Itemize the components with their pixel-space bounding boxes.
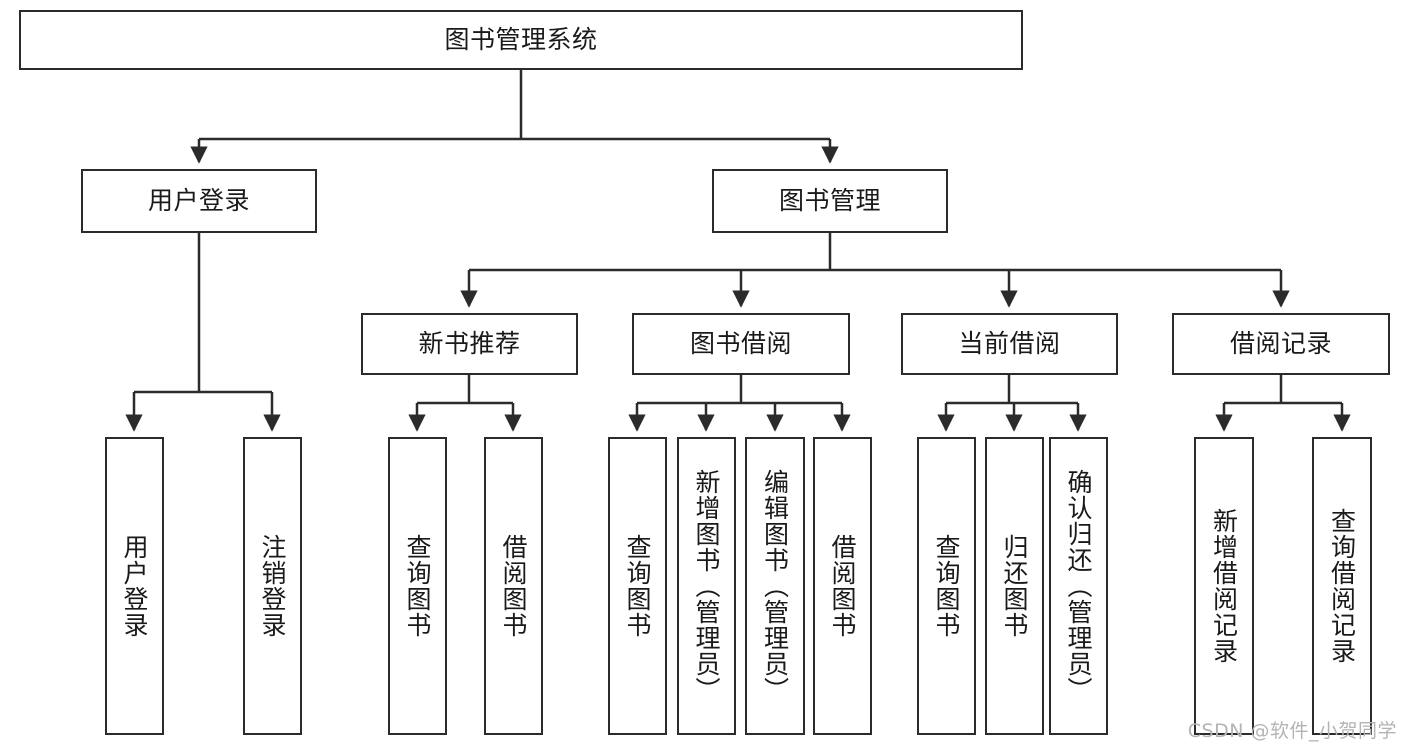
node-book-borrow-label: 图书借阅 (689, 329, 792, 359)
node-user-login[interactable]: 用户登录 (81, 169, 317, 233)
node-leaf-query-record[interactable]: 查询借阅记录 (1312, 437, 1372, 735)
node-leaf-user-login-label: 用户登录 (120, 534, 149, 638)
node-new-book-recommend-label: 新书推荐 (418, 329, 521, 359)
node-current-borrow-label: 当前借阅 (958, 329, 1061, 359)
node-leaf-borrow-book-label: 借阅图书 (828, 534, 857, 638)
node-borrow-record[interactable]: 借阅记录 (1172, 313, 1390, 375)
node-leaf-add-record-label: 新增借阅记录 (1209, 508, 1239, 664)
node-leaf-borrow-book[interactable]: 借阅图书 (813, 437, 872, 735)
node-leaf-return-book-label: 归还图书 (1000, 534, 1029, 638)
node-new-book-recommend[interactable]: 新书推荐 (361, 313, 578, 375)
node-leaf-add-book-label: 新增图书（管理员） (692, 469, 721, 703)
node-leaf-query-book-rec-label: 查询图书 (403, 534, 432, 638)
node-root-label: 图书管理系统 (444, 25, 598, 55)
node-current-borrow[interactable]: 当前借阅 (901, 313, 1118, 375)
node-leaf-borrow-book-rec[interactable]: 借阅图书 (484, 437, 543, 735)
node-borrow-record-label: 借阅记录 (1229, 329, 1332, 359)
node-leaf-edit-book[interactable]: 编辑图书（管理员） (745, 437, 805, 735)
node-leaf-query-record-label: 查询借阅记录 (1327, 508, 1357, 664)
node-leaf-query-book-cur-label: 查询图书 (932, 534, 961, 638)
node-leaf-confirm-return[interactable]: 确认归还（管理员） (1049, 437, 1108, 735)
node-leaf-confirm-return-label: 确认归还（管理员） (1064, 469, 1093, 703)
node-leaf-logout[interactable]: 注销登录 (243, 437, 302, 735)
node-book-manage-label: 图书管理 (778, 186, 881, 216)
node-user-login-label: 用户登录 (147, 186, 250, 216)
watermark: CSDN @软件_小贺同学 (1187, 720, 1397, 742)
node-leaf-query-book[interactable]: 查询图书 (608, 437, 667, 735)
node-book-manage[interactable]: 图书管理 (712, 169, 948, 233)
node-leaf-add-record[interactable]: 新增借阅记录 (1194, 437, 1254, 735)
node-leaf-user-login[interactable]: 用户登录 (105, 437, 164, 735)
node-leaf-edit-book-label: 编辑图书（管理员） (760, 469, 790, 703)
node-leaf-add-book[interactable]: 新增图书（管理员） (677, 437, 736, 735)
node-leaf-query-book-rec[interactable]: 查询图书 (388, 437, 447, 735)
node-root[interactable]: 图书管理系统 (19, 10, 1023, 70)
node-leaf-borrow-book-rec-label: 借阅图书 (499, 534, 528, 638)
node-leaf-query-book-label: 查询图书 (623, 534, 652, 638)
node-leaf-logout-label: 注销登录 (258, 534, 287, 638)
node-book-borrow[interactable]: 图书借阅 (632, 313, 850, 375)
node-leaf-query-book-cur[interactable]: 查询图书 (917, 437, 976, 735)
node-leaf-return-book[interactable]: 归还图书 (985, 437, 1044, 735)
